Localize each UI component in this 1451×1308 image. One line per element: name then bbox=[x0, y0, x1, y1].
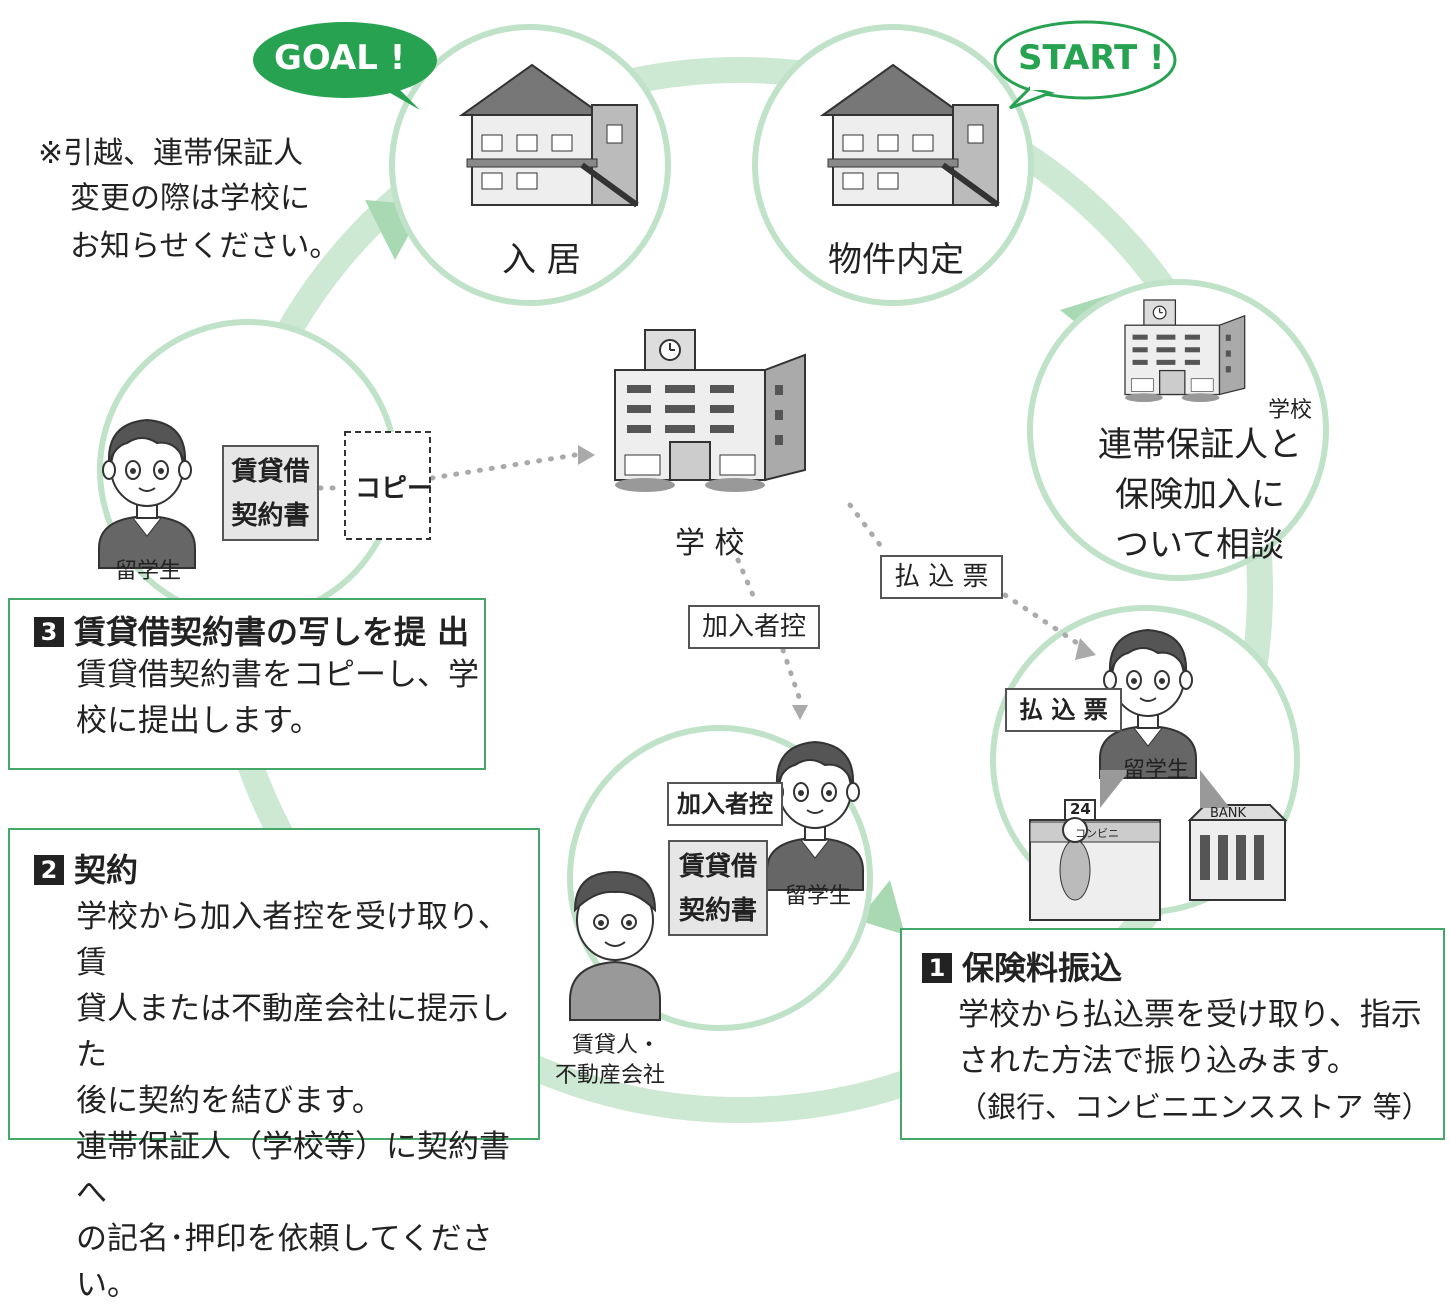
student-label: 留学生 bbox=[115, 559, 182, 584]
step-title: 保険料振込 bbox=[962, 949, 1123, 987]
note-line-2: 変更の際は学校に bbox=[70, 181, 310, 216]
start-bubble bbox=[993, 20, 1177, 110]
lease-document: 賃貸借 契約書 bbox=[222, 445, 319, 541]
dotted-line bbox=[429, 452, 578, 481]
step-1-box: 1 保険料振込 学校から払込票を受け取り、指示 された方法で振り込みます。 （銀行… bbox=[900, 928, 1445, 1140]
dotted-line bbox=[847, 502, 883, 548]
student-label: 留学生 bbox=[785, 884, 852, 909]
consult-line-3: ついて相談 bbox=[1115, 525, 1284, 565]
convenience-sign: 24 bbox=[1070, 800, 1091, 818]
arrow-to-bank bbox=[1200, 770, 1230, 808]
step-title: 契約 bbox=[74, 851, 139, 889]
consult-line-2: 保険加入に bbox=[1115, 475, 1285, 515]
dotted-line bbox=[1002, 592, 1083, 648]
step-line: された方法で振り込みます。 bbox=[958, 1043, 1358, 1079]
lease-line-1: 賃貸借 bbox=[231, 457, 310, 487]
consult-line-1: 連帯保証人と bbox=[1098, 425, 1302, 465]
bank-icon bbox=[1187, 804, 1288, 901]
lease-document: 賃貸借 契約書 bbox=[668, 840, 768, 936]
step-3-box: 3 賃貸借契約書の写しを提 出 賃貸借契約書をコピーし、学 校に提出します。 bbox=[8, 598, 486, 770]
step-line: の記名･押印を依頼してください。 bbox=[76, 1221, 493, 1303]
copy-box bbox=[344, 431, 431, 540]
step-number: 1 bbox=[922, 953, 952, 983]
landlord-icon bbox=[569, 870, 661, 1021]
subscriber-copy-tag-small: 加入者控 bbox=[667, 782, 783, 826]
note-line-3: お知らせください。 bbox=[70, 229, 340, 264]
payment-slip-tag: 払 込 票 bbox=[880, 555, 1003, 599]
arrow-to-school bbox=[578, 445, 595, 465]
goal-bubble bbox=[253, 22, 437, 110]
start-label: START ! bbox=[1018, 38, 1165, 78]
move-in-label: 入 居 bbox=[502, 240, 581, 280]
step-line: （銀行、コンビニエンスストア 等） bbox=[958, 1090, 1431, 1124]
arrow-to-contract bbox=[858, 880, 905, 935]
arrow-to-student bbox=[792, 705, 808, 720]
lease-line-2: 契約書 bbox=[231, 501, 310, 531]
step-line: 後に契約を結びます。 bbox=[76, 1083, 383, 1119]
copy-label: コピー bbox=[355, 474, 434, 504]
step-line: 学校から加入者控を受け取り、賃 bbox=[76, 899, 509, 981]
bank-sign: BANK bbox=[1210, 806, 1247, 821]
step-number: 2 bbox=[34, 855, 64, 885]
consult-circle bbox=[1027, 279, 1329, 581]
goal-label: GOAL ! bbox=[274, 38, 406, 78]
step-line: 校に提出します。 bbox=[76, 703, 321, 739]
school-label: 学 校 bbox=[675, 526, 745, 561]
school-building-icon bbox=[614, 329, 806, 493]
step-2-box: 2 契約 学校から加入者控を受け取り、賃 貸人または不動産会社に提示した 後に契約… bbox=[8, 828, 540, 1303]
property-label: 物件内定 bbox=[828, 240, 964, 280]
step-line: 賃貸借契約書をコピーし、学 bbox=[76, 657, 479, 693]
arrow-to-student bbox=[1075, 638, 1096, 660]
step-line: 連帯保証人（学校等）に契約書へ bbox=[76, 1129, 510, 1211]
step-line: 貸人または不動産会社に提示した bbox=[76, 991, 510, 1073]
school-small-label: 学校 bbox=[1268, 398, 1313, 423]
step-number: 3 bbox=[34, 617, 64, 647]
lease-line-1: 賃貸借 bbox=[678, 852, 757, 882]
lease-line-2: 契約書 bbox=[678, 896, 757, 926]
dotted-line bbox=[735, 557, 758, 603]
convenience-name: コンビニ bbox=[1075, 827, 1119, 840]
step-title: 賃貸借契約書の写しを提 出 bbox=[74, 613, 470, 651]
landlord-line-1: 賃貸人・ bbox=[572, 1033, 661, 1058]
payment-slip-tag-small: 払 込 票 bbox=[1005, 688, 1122, 732]
arrow-to-convenience-store bbox=[1100, 770, 1130, 808]
student-label: 留学生 bbox=[1123, 758, 1190, 783]
step-line: 学校から払込票を受け取り、指示 bbox=[958, 997, 1422, 1033]
dotted-line bbox=[780, 647, 803, 703]
landlord-line-2: 不動産会社 bbox=[555, 1063, 666, 1088]
convenience-store-icon bbox=[1029, 799, 1161, 921]
note-line-1: ※引越、連帯保証人 bbox=[38, 136, 304, 171]
subscriber-copy-tag: 加入者控 bbox=[688, 605, 821, 649]
